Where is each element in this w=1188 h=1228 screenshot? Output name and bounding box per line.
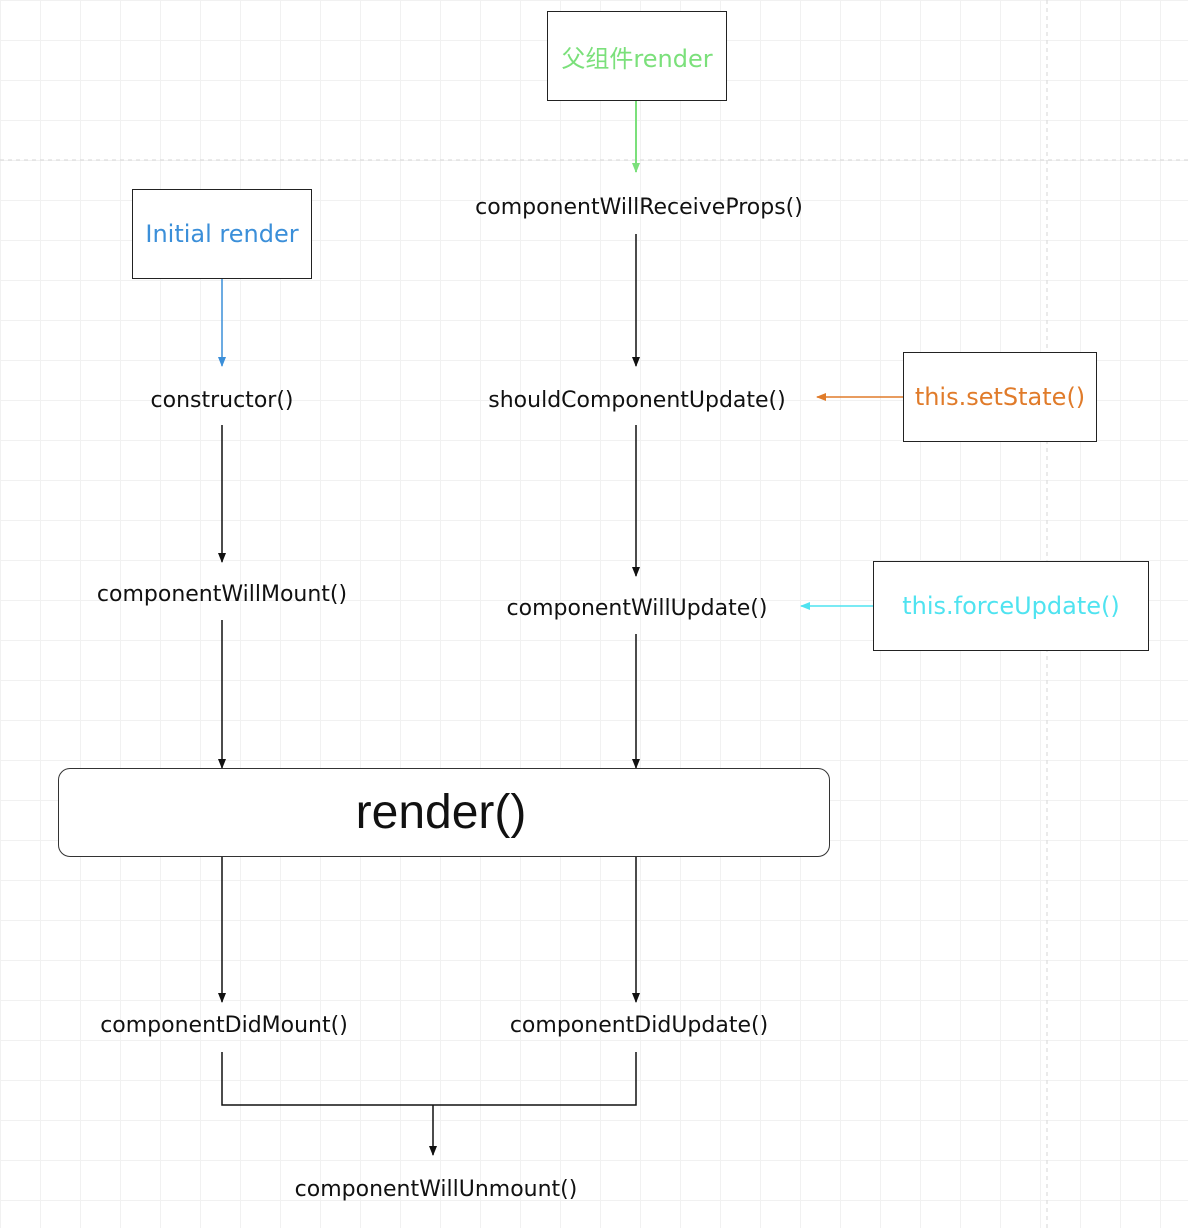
should-component-update-label: shouldComponentUpdate() — [488, 388, 786, 413]
connector-did-to-merge — [221, 1052, 637, 1106]
force-update-label: this.forceUpdate() — [902, 592, 1120, 620]
parent-render-box: 父组件render — [547, 11, 727, 101]
render-label: render() — [355, 786, 527, 839]
component-will-mount-label: componentWillMount() — [96, 582, 348, 607]
component-will-update-label: componentWillUpdate() — [506, 596, 768, 621]
parent-render-label: 父组件render — [561, 44, 713, 73]
initial-render-box: Initial render — [132, 189, 312, 279]
set-state-box: this.setState() — [903, 352, 1097, 442]
render-box: render() — [58, 768, 830, 857]
component-did-mount-label: componentDidMount() — [100, 1013, 348, 1038]
force-update-box: this.forceUpdate() — [873, 561, 1149, 651]
set-state-label: this.setState() — [914, 383, 1086, 411]
initial-render-label: Initial render — [145, 220, 299, 248]
component-did-update-label: componentDidUpdate() — [509, 1013, 769, 1038]
constructor-label: constructor() — [150, 388, 294, 413]
component-will-unmount-label: componentWillUnmount() — [294, 1177, 578, 1202]
component-will-receive-props-label: componentWillReceiveProps() — [475, 195, 803, 220]
